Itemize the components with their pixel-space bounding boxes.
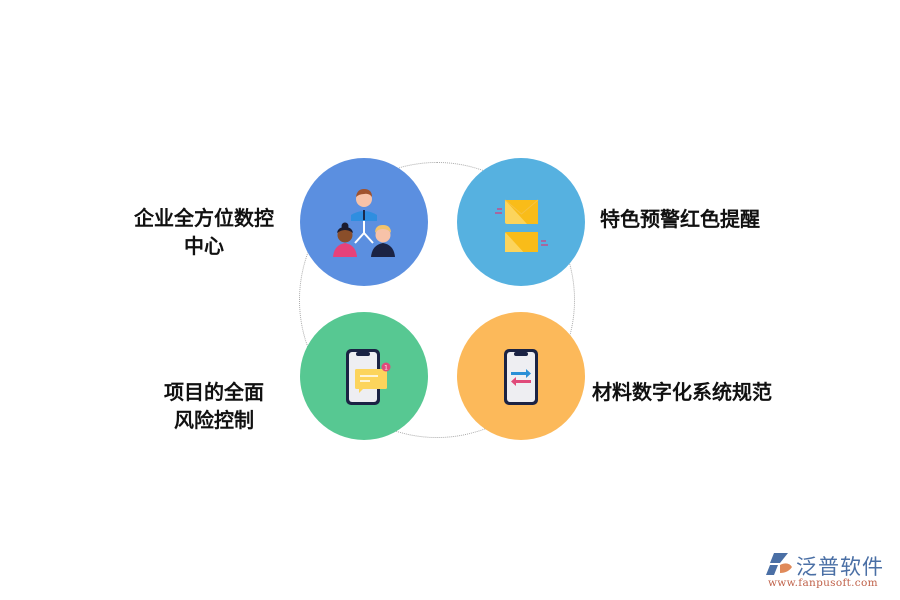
label-line: 项目的全面 <box>164 380 264 404</box>
envelopes-icon <box>495 199 548 252</box>
connector-ring <box>299 162 575 438</box>
label-material-digitization: 材料数字化系统规范 <box>592 378 772 406</box>
label-line: 材料数字化系统规范 <box>592 380 772 404</box>
phone-transfer-icon <box>504 349 538 405</box>
phone-notification-icon: 1 <box>346 349 391 405</box>
logo-name: 泛普软件 <box>796 555 884 579</box>
node-material-digitization <box>457 312 585 440</box>
label-warning-alert: 特色预警红色提醒 <box>600 205 760 233</box>
node-warning-alert <box>457 158 585 286</box>
node-data-control-center <box>300 158 428 286</box>
label-line: 风险控制 <box>174 408 254 432</box>
brand-logo: 泛普软件 www.fanpusoft.com <box>766 551 896 591</box>
team-hierarchy-icon <box>333 188 395 257</box>
node-risk-control: 1 <box>300 312 428 440</box>
notification-badge: 1 <box>384 365 388 372</box>
label-line: 企业全方位数控 <box>134 206 274 230</box>
logo-url: www.fanpusoft.com <box>768 577 878 589</box>
logo-mark-icon <box>766 553 792 575</box>
label-data-control-center: 企业全方位数控 中心 <box>134 204 274 260</box>
label-risk-control: 项目的全面 风险控制 <box>164 378 264 434</box>
label-line: 特色预警红色提醒 <box>600 207 760 231</box>
label-line: 中心 <box>184 234 224 258</box>
